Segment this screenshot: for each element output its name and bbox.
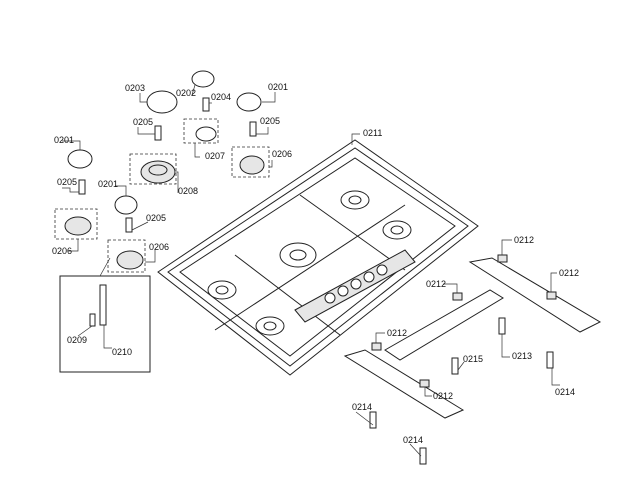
label-0204: 0204	[211, 92, 231, 102]
label-0214-c: 0214	[403, 435, 423, 445]
label-0213: 0213	[512, 351, 532, 361]
label-0211: 0211	[363, 128, 382, 138]
label-0201-a: 0201	[268, 82, 288, 92]
label-0212-d: 0212	[387, 328, 407, 338]
label-0209: 0209	[67, 335, 87, 345]
label-0206-a: 0206	[272, 149, 292, 159]
label-0212-c: 0212	[426, 279, 446, 289]
label-0212-b: 0212	[559, 268, 579, 278]
mounting-brackets	[343, 254, 602, 465]
label-0210: 0210	[112, 347, 132, 357]
label-0205-d: 0205	[146, 213, 166, 223]
label-0205-b: 0205	[260, 116, 280, 126]
electrodes	[78, 97, 257, 233]
label-0201-b: 0201	[54, 135, 74, 145]
burner-caps	[67, 70, 262, 215]
label-0215: 0215	[463, 354, 483, 364]
cooktop-part	[157, 139, 479, 376]
thermocouple-detail	[59, 257, 151, 373]
label-0212-a: 0212	[514, 235, 534, 245]
label-0202: 0202	[176, 88, 196, 98]
label-0214-b: 0214	[352, 402, 372, 412]
label-0205-c: 0205	[57, 177, 77, 187]
leader-lines	[62, 84, 560, 457]
label-0212-e: 0212	[433, 391, 453, 401]
label-0201-c: 0201	[98, 179, 118, 189]
label-0203: 0203	[125, 83, 145, 93]
label-0205-a: 0205	[133, 117, 153, 127]
burner-bases	[54, 118, 270, 273]
label-0206-c: 0206	[149, 242, 169, 252]
label-0206-b: 0206	[52, 246, 72, 256]
label-0214-a: 0214	[555, 387, 575, 397]
label-0208: 0208	[178, 186, 198, 196]
part-labels: 0203 0202 0204 0201 0205 0205 0207 0206 …	[52, 82, 579, 445]
label-0207: 0207	[205, 151, 225, 161]
